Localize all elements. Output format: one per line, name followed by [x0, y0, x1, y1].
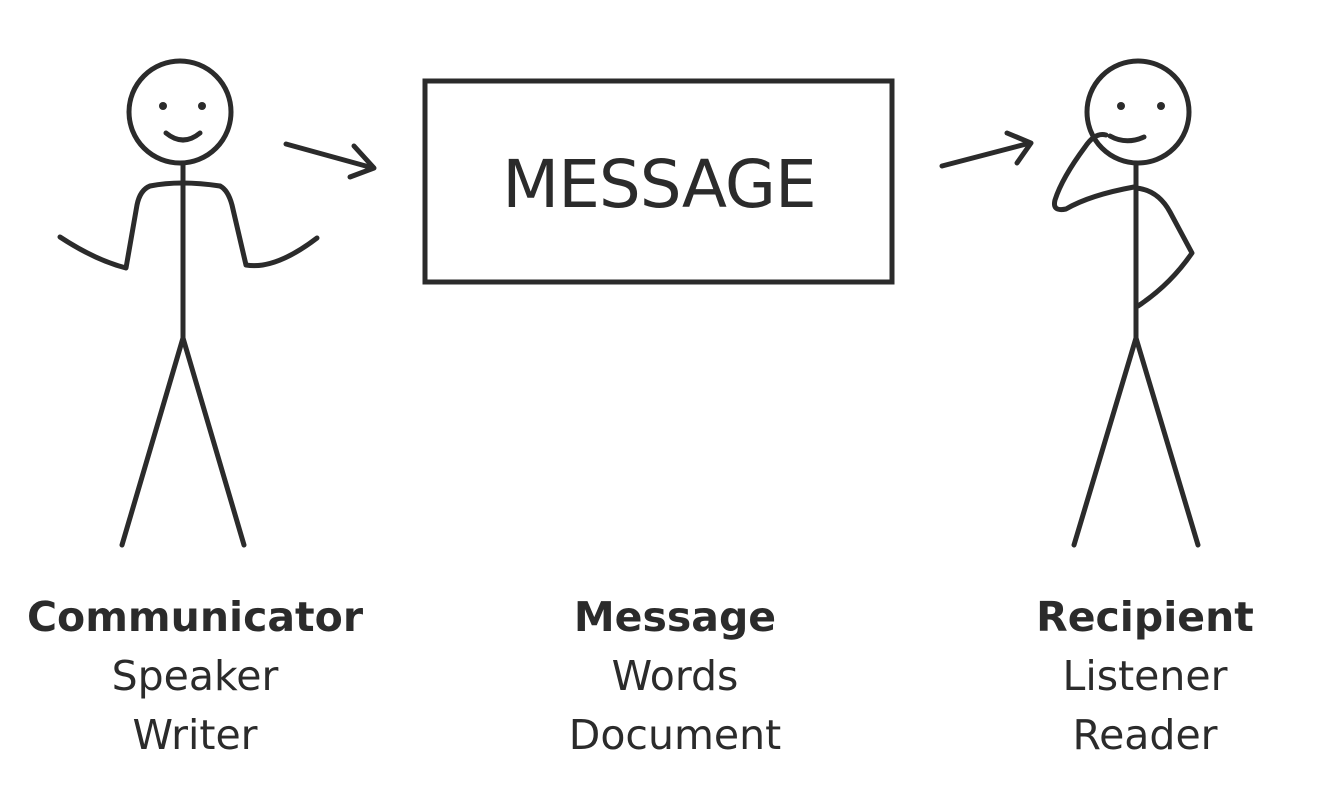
recipient-left-eye [1117, 102, 1125, 110]
message-line-2: Document [568, 711, 782, 759]
communicator-left-eye [159, 102, 167, 110]
message-title: Message [573, 593, 777, 641]
communicator-label: Communicator Speaker Writer [0, 588, 405, 765]
recipient-smile [1107, 133, 1147, 144]
recipient-right-leg [1133, 335, 1201, 548]
communicator-right-eye [198, 102, 206, 110]
communicator-title: Communicator [26, 593, 364, 641]
arrow-to-recipient [939, 130, 1034, 169]
recipient-line-2: Reader [1072, 711, 1218, 759]
communicator-right-arm [217, 183, 320, 269]
communicator-smile [163, 130, 203, 143]
message-box: MESSAGE [422, 78, 895, 285]
communicator-left-leg [119, 335, 186, 548]
recipient-hip-arm [1133, 185, 1195, 309]
recipient-line-1: Listener [1062, 652, 1228, 700]
recipient-title: Recipient [1036, 593, 1254, 641]
arrow-to-message-shaft [283, 141, 376, 171]
arrow-to-message [283, 141, 377, 180]
recipient-head [1084, 58, 1192, 166]
communicator-line-1: Speaker [111, 652, 279, 700]
communicator-figure [57, 58, 320, 548]
recipient-label: Recipient Listener Reader [935, 588, 1319, 765]
communicator-left-arm [57, 180, 223, 271]
communicator-line-2: Writer [132, 711, 258, 759]
message-box-text: MESSAGE [502, 146, 816, 223]
arrow-to-message-head [347, 143, 377, 180]
recipient-right-eye [1157, 102, 1165, 110]
message-box-frame [422, 78, 895, 285]
communicator-head [126, 58, 234, 166]
arrow-to-recipient-shaft [939, 140, 1033, 169]
recipient-figure [1052, 58, 1201, 548]
communicator-right-leg [180, 335, 247, 548]
recipient-hand-to-chin-arm [1052, 132, 1137, 213]
message-line-1: Words [611, 652, 739, 700]
message-label: Message Words Document [465, 588, 885, 765]
arrow-to-recipient-head [1004, 130, 1034, 166]
recipient-left-leg [1071, 335, 1139, 548]
